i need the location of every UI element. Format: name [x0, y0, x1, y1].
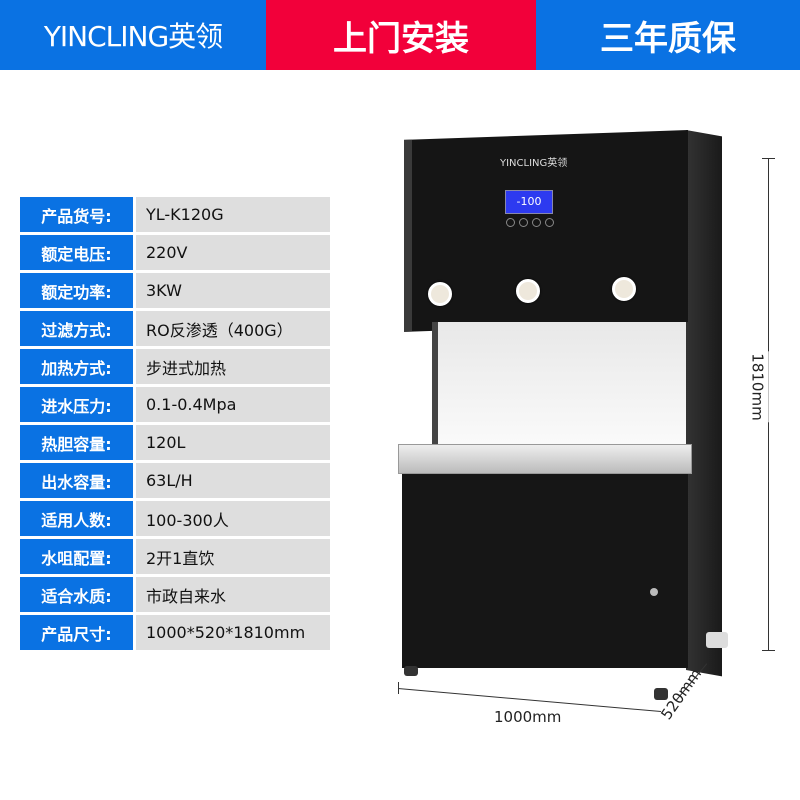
- spec-value: 2开1直饮: [136, 539, 330, 574]
- width-dimension: 1000mm: [494, 708, 562, 726]
- spec-value: 1000*520*1810mm: [136, 615, 330, 650]
- spec-label: 热胆容量:: [20, 425, 133, 460]
- spec-row: 热胆容量:120L: [20, 425, 330, 460]
- spec-value: 3KW: [136, 273, 330, 308]
- spec-value: 63L/H: [136, 463, 330, 498]
- spec-row: 产品货号:YL-K120G: [20, 197, 330, 232]
- purified-water-knob: [612, 277, 636, 301]
- spec-label: 过滤方式:: [20, 311, 133, 346]
- height-dimension: 1810mm: [746, 351, 769, 423]
- spec-label: 产品尺寸:: [20, 615, 133, 650]
- spec-value: 220V: [136, 235, 330, 270]
- front-logo: YINCLING英领: [500, 158, 568, 169]
- control-button: [545, 218, 554, 227]
- spec-row: 额定电压:220V: [20, 235, 330, 270]
- spec-row: 过滤方式:RO反渗透（400G）: [20, 311, 330, 346]
- control-button: [519, 218, 528, 227]
- spec-label: 适合水质:: [20, 577, 133, 612]
- hot-water-knob: [428, 282, 452, 306]
- spec-label: 水咀配置:: [20, 539, 133, 574]
- spec-label: 出水容量:: [20, 463, 133, 498]
- control-button: [506, 218, 515, 227]
- brand-logo: YINCLING英领: [0, 0, 266, 70]
- spec-value: 步进式加热: [136, 349, 330, 384]
- spec-row: 适合水质:市政自来水: [20, 577, 330, 612]
- spec-row: 出水容量:63L/H: [20, 463, 330, 498]
- spec-label: 额定功率:: [20, 273, 133, 308]
- spec-value: 120L: [136, 425, 330, 460]
- spec-row: 加热方式:步进式加热: [20, 349, 330, 384]
- spec-label: 适用人数:: [20, 501, 133, 536]
- purified-water-knob: [516, 279, 540, 303]
- spec-row: 额定功率:3KW: [20, 273, 330, 308]
- spec-label: 额定电压:: [20, 235, 133, 270]
- spec-label: 进水压力:: [20, 387, 133, 422]
- spec-row: 适用人数:100-300人: [20, 501, 330, 536]
- warranty-banner: 三年质保: [536, 0, 800, 70]
- spec-value: RO反渗透（400G）: [136, 311, 330, 346]
- control-button: [532, 218, 541, 227]
- spec-label: 产品货号:: [20, 197, 133, 232]
- lcd-display: -100: [505, 190, 553, 214]
- spec-value: 市政自来水: [136, 577, 330, 612]
- spec-value: 0.1-0.4Mpa: [136, 387, 330, 422]
- spec-value: YL-K120G: [136, 197, 330, 232]
- lcd-text: -100: [516, 195, 542, 208]
- spec-row: 水咀配置:2开1直饮: [20, 539, 330, 574]
- spec-row: 产品尺寸:1000*520*1810mm: [20, 615, 330, 650]
- install-banner: 上门安装: [266, 0, 536, 70]
- spec-row: 进水压力:0.1-0.4Mpa: [20, 387, 330, 422]
- spec-label: 加热方式:: [20, 349, 133, 384]
- spec-value: 100-300人: [136, 501, 330, 536]
